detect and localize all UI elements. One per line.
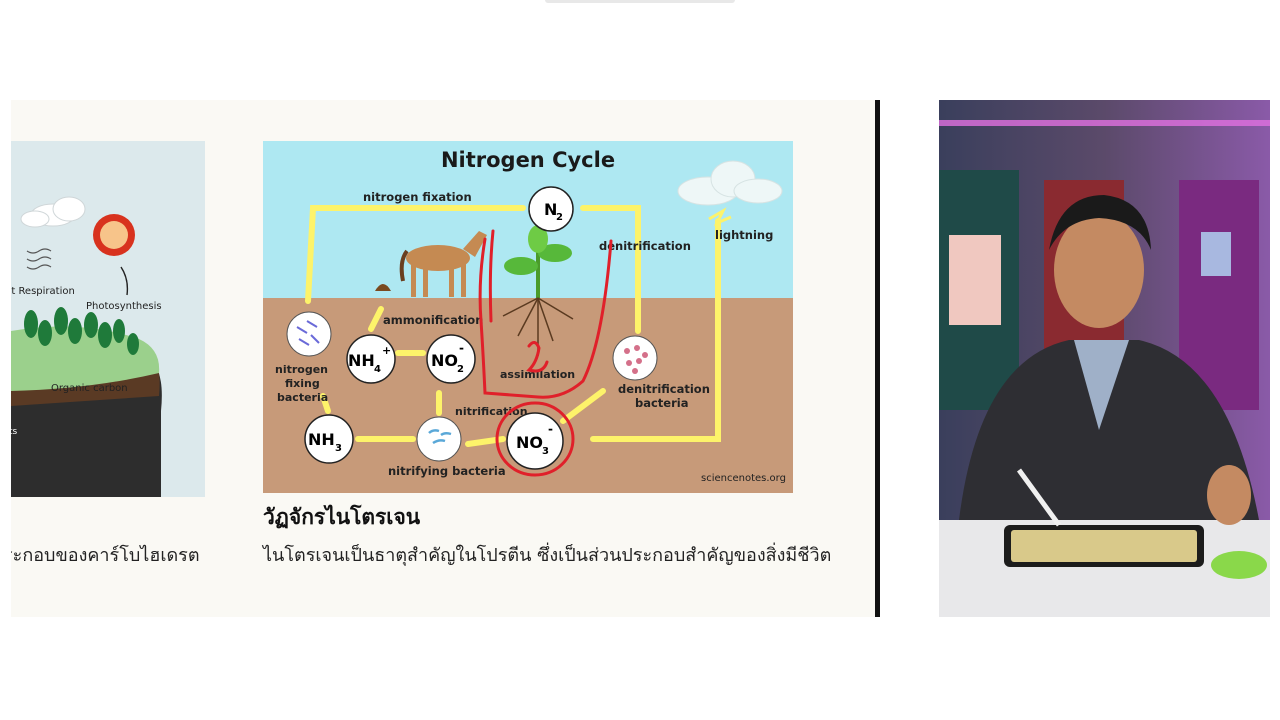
no3-subscript: 3 <box>542 446 549 457</box>
nitrogen-cycle-diagram: Nitrogen Cycle <box>263 141 793 493</box>
left-card-caption: ระกอบของคาร์โบไฮเดรต <box>11 545 200 566</box>
no3-superscript: - <box>548 422 553 436</box>
arrow-icon <box>120 266 129 296</box>
denitrification-bacteria-label-1: denitrification <box>618 382 710 396</box>
top-notch <box>545 0 735 3</box>
horse-icon <box>399 231 487 297</box>
no2-label: NO <box>431 351 458 370</box>
denitrification-label: denitrification <box>599 239 691 253</box>
annotation-u-shape <box>478 237 613 399</box>
n2-node <box>528 186 574 232</box>
nitrogen-fixing-bacteria-label-2: fixing <box>285 377 320 390</box>
nitrification-label: nitrification <box>455 405 528 418</box>
cloud-icon <box>677 160 783 206</box>
nitrogen-fixing-bacteria-label-1: nitrogen <box>275 363 328 376</box>
denitrification-bacteria-icon <box>612 335 658 381</box>
slide-caption-body: ไนโตรเจนเป็นธาตุสำคัญในโปรตีน ซึ่งเป็นส่… <box>263 545 832 566</box>
stylus-icon <box>1016 468 1062 527</box>
presenter-hair <box>1049 195 1151 250</box>
cloud-icon <box>20 196 86 228</box>
fixing-to-nh3-arrow <box>320 393 331 414</box>
poster <box>949 235 1001 325</box>
nitrifying-bacteria-icon <box>416 416 462 462</box>
nh4-node <box>346 334 396 384</box>
sun-icon <box>93 214 135 256</box>
tree-group-icon <box>24 307 139 355</box>
respiration-label: nt Respiration <box>11 286 75 297</box>
presentation-slide: nt Respiration Photosynthesis Organic ca… <box>11 100 876 617</box>
n2-label: N <box>544 200 557 219</box>
divider-line <box>875 100 880 617</box>
no2-node <box>426 334 476 384</box>
nh3-subscript: 3 <box>335 443 342 454</box>
carbon-cycle-card: nt Respiration Photosynthesis Organic ca… <box>11 141 205 497</box>
bacteria-rods-icon <box>296 320 320 346</box>
no3-node <box>506 412 564 470</box>
denitrification-dots-icon <box>624 345 648 374</box>
presenter-jacket <box>959 340 1259 520</box>
nitrifying-rods-icon <box>428 429 452 445</box>
no3-label: NO <box>516 433 543 452</box>
nitrogen-fixing-bacteria-label-3: bacteria <box>277 391 328 404</box>
nh3-label: NH <box>308 430 335 449</box>
nitrogen-fixing-bacteria-icon <box>286 311 332 357</box>
presenter-shirt <box>1074 340 1129 430</box>
no2-subscript: 2 <box>457 364 464 375</box>
lightning-label: lightning <box>715 228 773 242</box>
photosynthesis-label: Photosynthesis <box>86 301 162 312</box>
nh3-node <box>304 414 354 464</box>
presenter-face <box>1054 212 1144 328</box>
plant-icon <box>502 225 574 356</box>
tablet-screen <box>1011 530 1197 562</box>
assimilation-label: assimilation <box>500 368 575 381</box>
presenter-hand <box>1207 465 1251 525</box>
neon-strip <box>939 120 1270 126</box>
denitrification-arrow <box>580 205 641 334</box>
nh4-superscript: + <box>382 344 391 357</box>
diagram-title: Nitrogen Cycle <box>441 148 615 172</box>
denitrification-bacteria-label-2: bacteria <box>635 396 688 410</box>
presenter-video <box>939 100 1270 617</box>
red-annotation-strokes <box>478 229 613 477</box>
nh4-label: NH <box>348 351 375 370</box>
no2-superscript: - <box>459 341 464 355</box>
fixation-arrow <box>305 205 526 304</box>
nitrifying-bacteria-label: nitrifying bacteria <box>388 464 506 478</box>
respiration-squiggle-icon <box>26 248 52 270</box>
n2-subscript: 2 <box>556 212 563 223</box>
slide-caption-title: วัฏจักรไนโตรเจน <box>263 505 421 529</box>
no3-to-denitrification-arrow <box>560 388 606 424</box>
frame <box>1201 232 1231 276</box>
organic-carbon-label: Organic carbon <box>51 383 128 394</box>
nitrogen-cycle-card: Nitrogen Cycle <box>263 141 793 493</box>
cycle-arrows <box>305 205 721 447</box>
annotation-squiggle <box>526 341 549 373</box>
partial-label: ts <box>11 427 18 437</box>
carbon-cycle-illustration: nt Respiration Photosynthesis Organic ca… <box>11 196 162 497</box>
nh4-subscript: 4 <box>374 364 381 375</box>
nitrogen-fixation-label: nitrogen fixation <box>363 190 472 204</box>
manure-icon <box>375 284 391 291</box>
annotation-circle <box>495 401 575 477</box>
ammonification-label: ammonification <box>383 313 483 327</box>
source-label: sciencenotes.org <box>701 473 786 484</box>
lightning-arrow <box>590 218 721 442</box>
presenter-video-scene <box>939 100 1270 617</box>
desk-toy <box>1211 551 1267 579</box>
annotation-left-line <box>488 229 495 323</box>
lightning-bolt-icon <box>708 207 732 226</box>
ammonification-arrow <box>368 306 384 332</box>
